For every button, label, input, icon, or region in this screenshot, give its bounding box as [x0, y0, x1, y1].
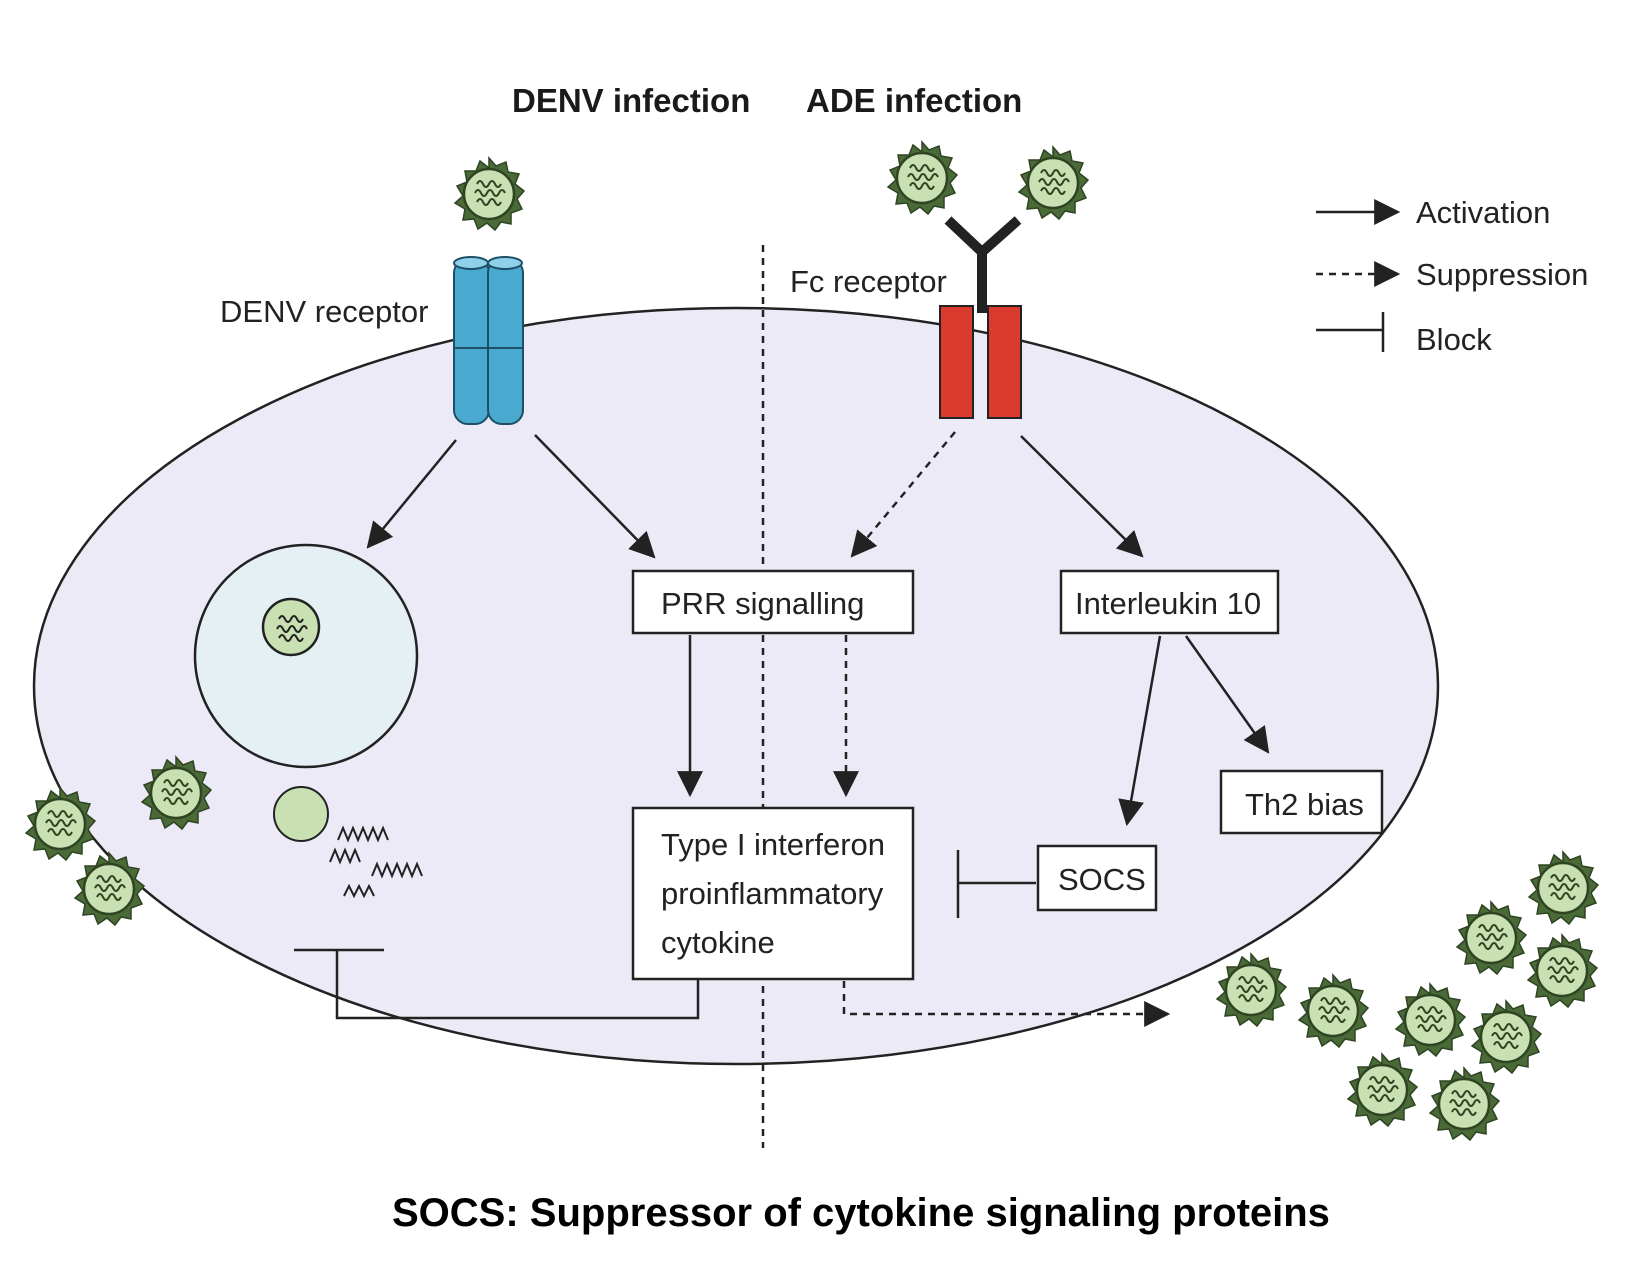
box-interleukin-10: Interleukin 10 [1059, 569, 1280, 635]
caption: SOCS: Suppressor of cytokine signaling p… [392, 1191, 1330, 1235]
virus-icon [1455, 900, 1528, 976]
arrow-type1-release [842, 981, 1171, 1027]
box-socs: SOCS [1036, 844, 1158, 912]
header-denv-infection: DENV infection [512, 82, 750, 119]
virus-icon [886, 140, 959, 216]
block-type1-to-replication [294, 948, 700, 1020]
virus-icon [1526, 933, 1599, 1009]
virus-icon [453, 156, 526, 232]
socs-label: SOCS [1058, 862, 1146, 897]
arrow-il10-to-socs [1118, 635, 1162, 827]
denv-receptor-icon [453, 256, 524, 425]
label-denv-receptor: DENV receptor [220, 294, 428, 329]
virus-icon [1470, 999, 1543, 1075]
legend-block: Block [1416, 322, 1492, 357]
header-ade-infection: ADE infection [806, 82, 1022, 119]
ribosome [273, 786, 329, 842]
type1-label-line2: proinflammatory [661, 876, 884, 911]
virus-icon [1346, 1052, 1419, 1128]
fc-receptor-icon [939, 305, 1022, 419]
type1-label-line3: cytokine [661, 925, 775, 960]
block-socs-to-type1 [956, 850, 1036, 918]
antibody-icon [944, 216, 1022, 313]
legend-activation: Activation [1416, 195, 1550, 230]
virus-icon [1215, 952, 1288, 1028]
virus-in-nucleus [261, 597, 321, 657]
legend-suppression: Suppression [1416, 257, 1588, 292]
arrow-fc-to-il10 [1020, 435, 1144, 558]
arrow-denv-to-nucleus [366, 439, 457, 549]
virus-icon [1017, 145, 1090, 221]
virus-icon [1297, 973, 1370, 1049]
virus-icon [1428, 1066, 1501, 1142]
label-fc-receptor: Fc receptor [790, 264, 947, 299]
arrow-denv-to-prr [534, 434, 656, 559]
prr-label: PRR signalling [661, 586, 864, 621]
type1-label-line1: Type I interferon [661, 827, 885, 862]
virus-icon [1527, 850, 1600, 926]
viral-rna-icon [329, 825, 423, 899]
box-prr-signalling: PRR signalling [631, 569, 915, 635]
arrow-il10-to-th2 [1184, 635, 1270, 754]
box-type1-interferon: Type I interferon proinflammatory cytoki… [631, 806, 915, 981]
virus-icon [1394, 982, 1467, 1058]
box-th2-bias: Th2 bias [1219, 769, 1384, 835]
th2-label: Th2 bias [1245, 787, 1364, 822]
arrow-fc-to-prr [850, 431, 956, 558]
nucleus [193, 543, 419, 769]
il10-label: Interleukin 10 [1075, 586, 1261, 621]
legend: Activation Suppression Block [1316, 195, 1588, 357]
